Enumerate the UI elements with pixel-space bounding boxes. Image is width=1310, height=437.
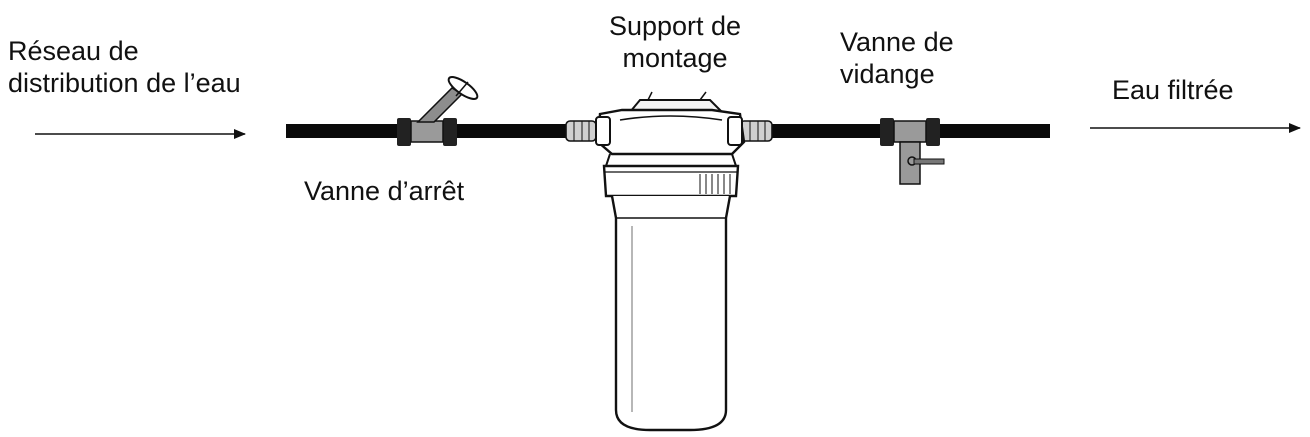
label-supply-network-line2: distribution de l’eau [8, 68, 241, 98]
label-mounting-bracket-line1: Support de [608, 11, 742, 41]
filter-housing [595, 91, 746, 432]
label-supply-network: Réseau de distribution de l’eau [8, 35, 241, 99]
shutoff-valve [397, 76, 479, 146]
outlet-fitting [739, 120, 773, 142]
label-drain-valve-line2: vidange [840, 59, 935, 89]
label-filtered-water: Eau filtrée [1112, 75, 1234, 105]
inlet-fitting [565, 120, 597, 142]
label-shutoff-valve: Vanne d’arrêt [304, 176, 465, 206]
label-mounting-bracket: Support de montage [585, 10, 765, 74]
label-mounting-bracket-line2: montage [622, 43, 728, 73]
label-drain-valve: Vanne de vidange [840, 26, 954, 90]
label-supply-network-line1: Réseau de [8, 36, 139, 66]
drain-valve [880, 118, 945, 185]
label-drain-valve-line1: Vanne de [840, 27, 954, 57]
